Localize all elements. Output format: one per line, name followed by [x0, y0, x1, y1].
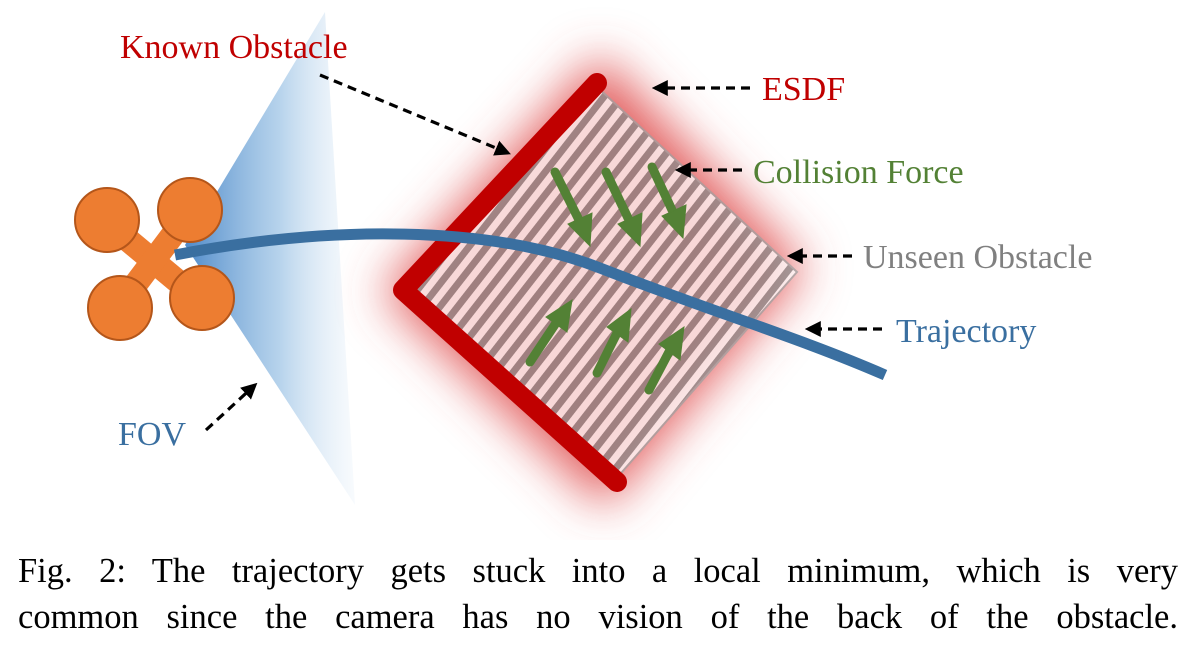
collision-force-arrows — [525, 162, 687, 395]
label-collision-force: Collision Force — [753, 154, 964, 191]
force-arrow-up-1 — [525, 298, 573, 367]
known-obstacle-pointer — [319, 73, 511, 156]
label-esdf: ESDF — [762, 71, 845, 108]
force-arrow-down-3 — [647, 162, 687, 240]
rotor-icon — [87, 275, 153, 341]
label-trajectory: Trajectory — [896, 313, 1036, 350]
caption-line-1: Fig. 2: The trajectory gets stuck into a… — [18, 552, 1178, 590]
force-arrow-up-3 — [644, 325, 685, 395]
force-arrow-down-2 — [601, 167, 643, 248]
trajectory-curve — [173, 228, 888, 381]
fov-pointer — [204, 382, 258, 432]
rotor-icon — [157, 177, 223, 243]
known-obstacle-wall — [393, 73, 627, 492]
rotor-icon — [74, 187, 140, 253]
force-arrow-up-2 — [592, 307, 632, 378]
unseen-obstacle — [410, 83, 799, 482]
label-unseen-obstacle: Unseen Obstacle — [863, 239, 1092, 276]
label-known-obstacle: Known Obstacle — [120, 29, 348, 66]
force-arrow-down-1 — [550, 167, 593, 248]
diagram-figure: Known Obstacle ESDF Collision Force Unse… — [74, 12, 1092, 508]
fov-cone — [185, 12, 355, 505]
caption-line-2: common since the camera has no vision of… — [18, 598, 1178, 636]
figure-caption: Fig. 2: The trajectory gets stuck into a… — [18, 548, 1178, 640]
pointer-arrows — [204, 73, 882, 432]
quadrotor-icon — [74, 177, 235, 341]
rotor-icon — [169, 265, 235, 331]
label-fov: FOV — [118, 416, 186, 453]
